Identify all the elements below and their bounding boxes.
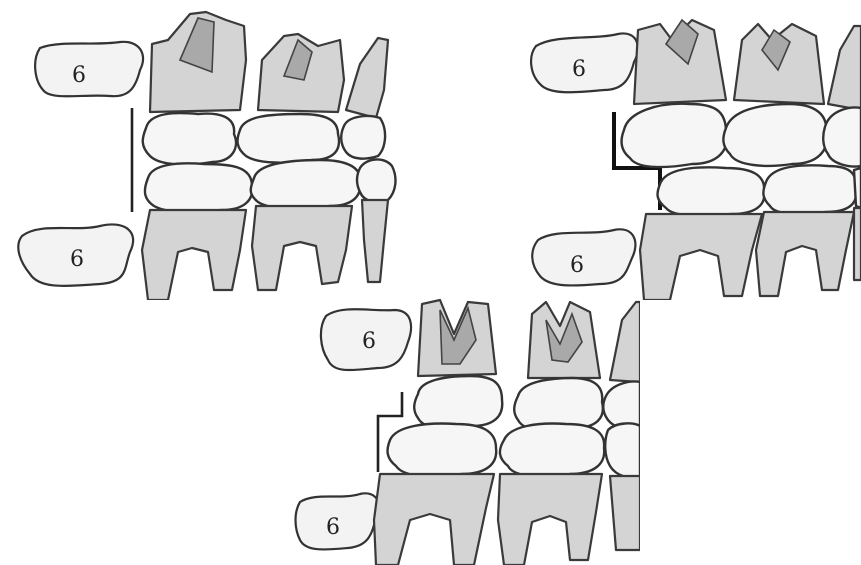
lower-first-primary-molar (756, 165, 856, 296)
upper-bud-label: 6 (362, 329, 376, 354)
lower-first-primary-molar (498, 424, 604, 565)
upper-primary-canine (341, 38, 388, 159)
upper-bud-label: 6 (72, 63, 86, 88)
upper-first-primary-molar (238, 34, 344, 163)
upper-bud-label: 6 (572, 57, 586, 82)
upper-permanent-molar-bud: 6 (531, 33, 638, 92)
mesial-step-diagram: 6 6 (290, 290, 640, 565)
upper-second-primary-molar (414, 300, 502, 428)
upper-permanent-molar-bud: 6 (35, 42, 143, 96)
lower-permanent-molar-bud: 6 (296, 493, 380, 549)
upper-second-primary-molar (622, 20, 727, 167)
lower-first-primary-molar (251, 160, 360, 290)
lower-primary-canine (854, 168, 861, 280)
upper-first-primary-molar (514, 302, 603, 430)
distal-step-diagram: 6 6 (520, 0, 861, 300)
lower-permanent-molar-bud: 6 (532, 229, 635, 285)
lower-primary-canine (605, 423, 640, 550)
lower-bud-label: 6 (326, 515, 340, 540)
panel-distal-step: 6 6 (520, 0, 861, 300)
upper-permanent-molar-bud: 6 (321, 309, 411, 370)
panel-flush-terminal-plane: 6 6 (0, 0, 420, 300)
upper-first-primary-molar (723, 24, 826, 166)
upper-second-primary-molar (143, 12, 246, 164)
flush-terminal-plane-diagram: 6 6 (0, 0, 420, 300)
lower-second-primary-molar (374, 424, 496, 565)
lower-bud-label: 6 (570, 253, 584, 278)
upper-primary-canine (823, 26, 861, 167)
lower-bud-label: 6 (70, 247, 84, 272)
panel-mesial-step: 6 6 (290, 290, 640, 565)
upper-primary-canine (603, 302, 640, 431)
lower-primary-canine (357, 159, 395, 282)
lower-second-primary-molar (640, 167, 764, 300)
lower-second-primary-molar (142, 163, 252, 300)
lower-permanent-molar-bud: 6 (18, 224, 133, 286)
